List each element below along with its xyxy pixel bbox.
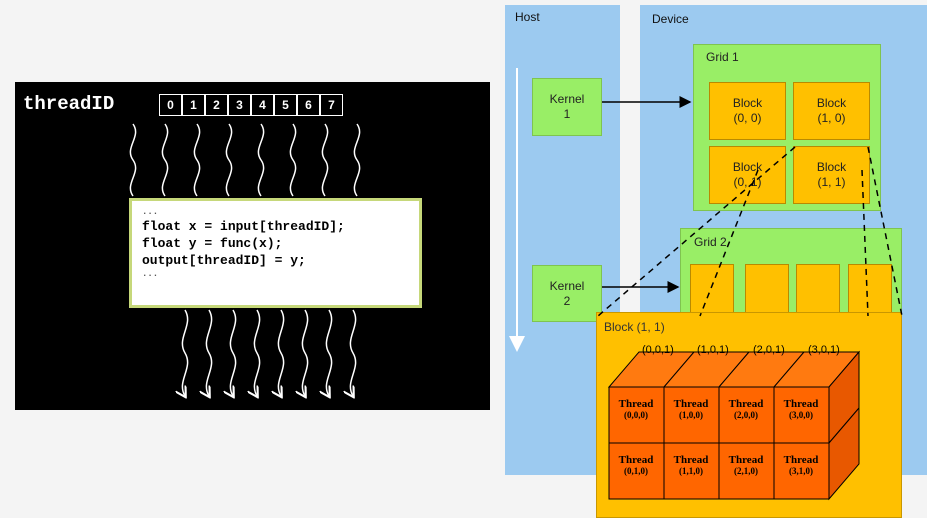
wavy-arrow-top (321, 123, 329, 197)
grid-2-title: Grid 2 (694, 235, 727, 249)
thread-id-cell: 0 (159, 94, 182, 116)
wavy-arrow-top (193, 123, 201, 197)
thread-id-label: threadID (23, 93, 115, 115)
block-detail-title: Block (1, 1) (604, 320, 665, 334)
thread-cell: Thread (2,0,0) (721, 398, 771, 420)
block-label: Block (732, 96, 763, 110)
wavy-arrow-bottom (230, 309, 237, 396)
thread-coord: (1,1,0) (679, 466, 703, 476)
block-coord: (1, 1) (817, 175, 846, 189)
wavy-arrow-top (289, 123, 297, 197)
wavy-thread-arrows (129, 123, 361, 410)
thread-id-cell: 5 (274, 94, 297, 116)
grid-1-block: Block (1, 0) (793, 82, 870, 140)
wavy-arrow-top (161, 123, 169, 197)
wavy-arrow-top (225, 123, 233, 197)
thread-label: Thread (673, 454, 709, 466)
thread-back-label: (0,0,1) (642, 344, 674, 356)
wavy-arrow-top (353, 123, 361, 197)
code-line: output[threadID] = y; (142, 253, 306, 268)
block-label: Block (816, 96, 847, 110)
grid-2-block (848, 264, 892, 316)
thread-coord: (2,1,0) (734, 466, 758, 476)
code-ellipsis-bottom: ... (142, 269, 159, 279)
block-coord: (0, 0) (733, 111, 762, 125)
thread-label: Thread (728, 398, 764, 410)
thread-id-cell: 7 (320, 94, 343, 116)
block-label: Block (816, 160, 847, 174)
thread-back-label: (1,0,1) (697, 344, 729, 356)
kernel-code-box: ... float x = input[threadID]; float y =… (129, 198, 422, 308)
grid-2-block (690, 264, 734, 316)
thread-cell: Thread (3,0,0) (776, 398, 826, 420)
thread-cell: Thread (1,1,0) (666, 454, 716, 476)
thread-id-cell: 3 (228, 94, 251, 116)
wavy-arrow-bottom (182, 309, 189, 396)
kernel-number: 1 (563, 107, 571, 121)
thread-label: Thread (783, 454, 819, 466)
thread-id-illustration: threadID 0 1 2 3 4 5 6 7 ... float x = i… (15, 82, 490, 410)
code-ellipsis-top: ... (142, 207, 159, 217)
thread-coord: (3,1,0) (789, 466, 813, 476)
block-label: Block (732, 160, 763, 174)
thread-coord: (3,0,0) (789, 410, 813, 420)
kernel-label: Kernel (549, 92, 585, 106)
block-coord: (0, 1) (733, 175, 762, 189)
thread-id-cell: 6 (297, 94, 320, 116)
thread-cell: Thread (2,1,0) (721, 454, 771, 476)
thread-label: Thread (618, 454, 654, 466)
thread-coord: (2,0,0) (734, 410, 758, 420)
block-coord: (1, 0) (817, 111, 846, 125)
code-line: float y = func(x); (142, 236, 283, 251)
thread-coord: (0,0,0) (624, 410, 648, 420)
wavy-arrow-top (129, 123, 137, 197)
grid-1-block: Block (1, 1) (793, 146, 870, 204)
kernel-2-box: Kernel 2 (532, 265, 602, 322)
thread-coord: (1,0,0) (679, 410, 703, 420)
host-title: Host (515, 10, 540, 24)
wavy-arrow-bottom (254, 309, 261, 396)
kernel-label: Kernel (549, 278, 585, 293)
thread-cell: Thread (3,1,0) (776, 454, 826, 476)
grid-1-title: Grid 1 (706, 50, 739, 64)
code-line: float x = input[threadID]; (142, 219, 345, 234)
thread-label: Thread (783, 398, 819, 410)
wavy-arrow-bottom (302, 309, 309, 396)
thread-id-cell: 2 (205, 94, 228, 116)
kernel-1-box: Kernel 1 (532, 78, 602, 136)
thread-id-cell: 1 (182, 94, 205, 116)
thread-label: Thread (728, 454, 764, 466)
thread-back-label: (3,0,1) (808, 344, 840, 356)
thread-id-cell: 4 (251, 94, 274, 116)
wavy-arrow-bottom (206, 309, 213, 396)
wavy-arrow-bottom (278, 309, 285, 396)
grid-2-block (745, 264, 789, 316)
thread-cell: Thread (0,0,0) (611, 398, 661, 420)
device-title: Device (652, 12, 689, 26)
thread-coord: (0,1,0) (624, 466, 648, 476)
thread-cell: Thread (0,1,0) (611, 454, 661, 476)
thread-label: Thread (618, 398, 654, 410)
wavy-arrow-top (257, 123, 265, 197)
thread-label: Thread (673, 398, 709, 410)
wavy-arrow-bottom (350, 309, 357, 396)
thread-back-label: (2,0,1) (753, 344, 785, 356)
thread-cell: Thread (1,0,0) (666, 398, 716, 420)
grid-1-block: Block (0, 1) (709, 146, 786, 204)
kernel-number: 2 (563, 293, 571, 308)
wavy-arrow-bottom (326, 309, 333, 396)
grid-1-block: Block (0, 0) (709, 82, 786, 140)
grid-2-block (796, 264, 840, 316)
